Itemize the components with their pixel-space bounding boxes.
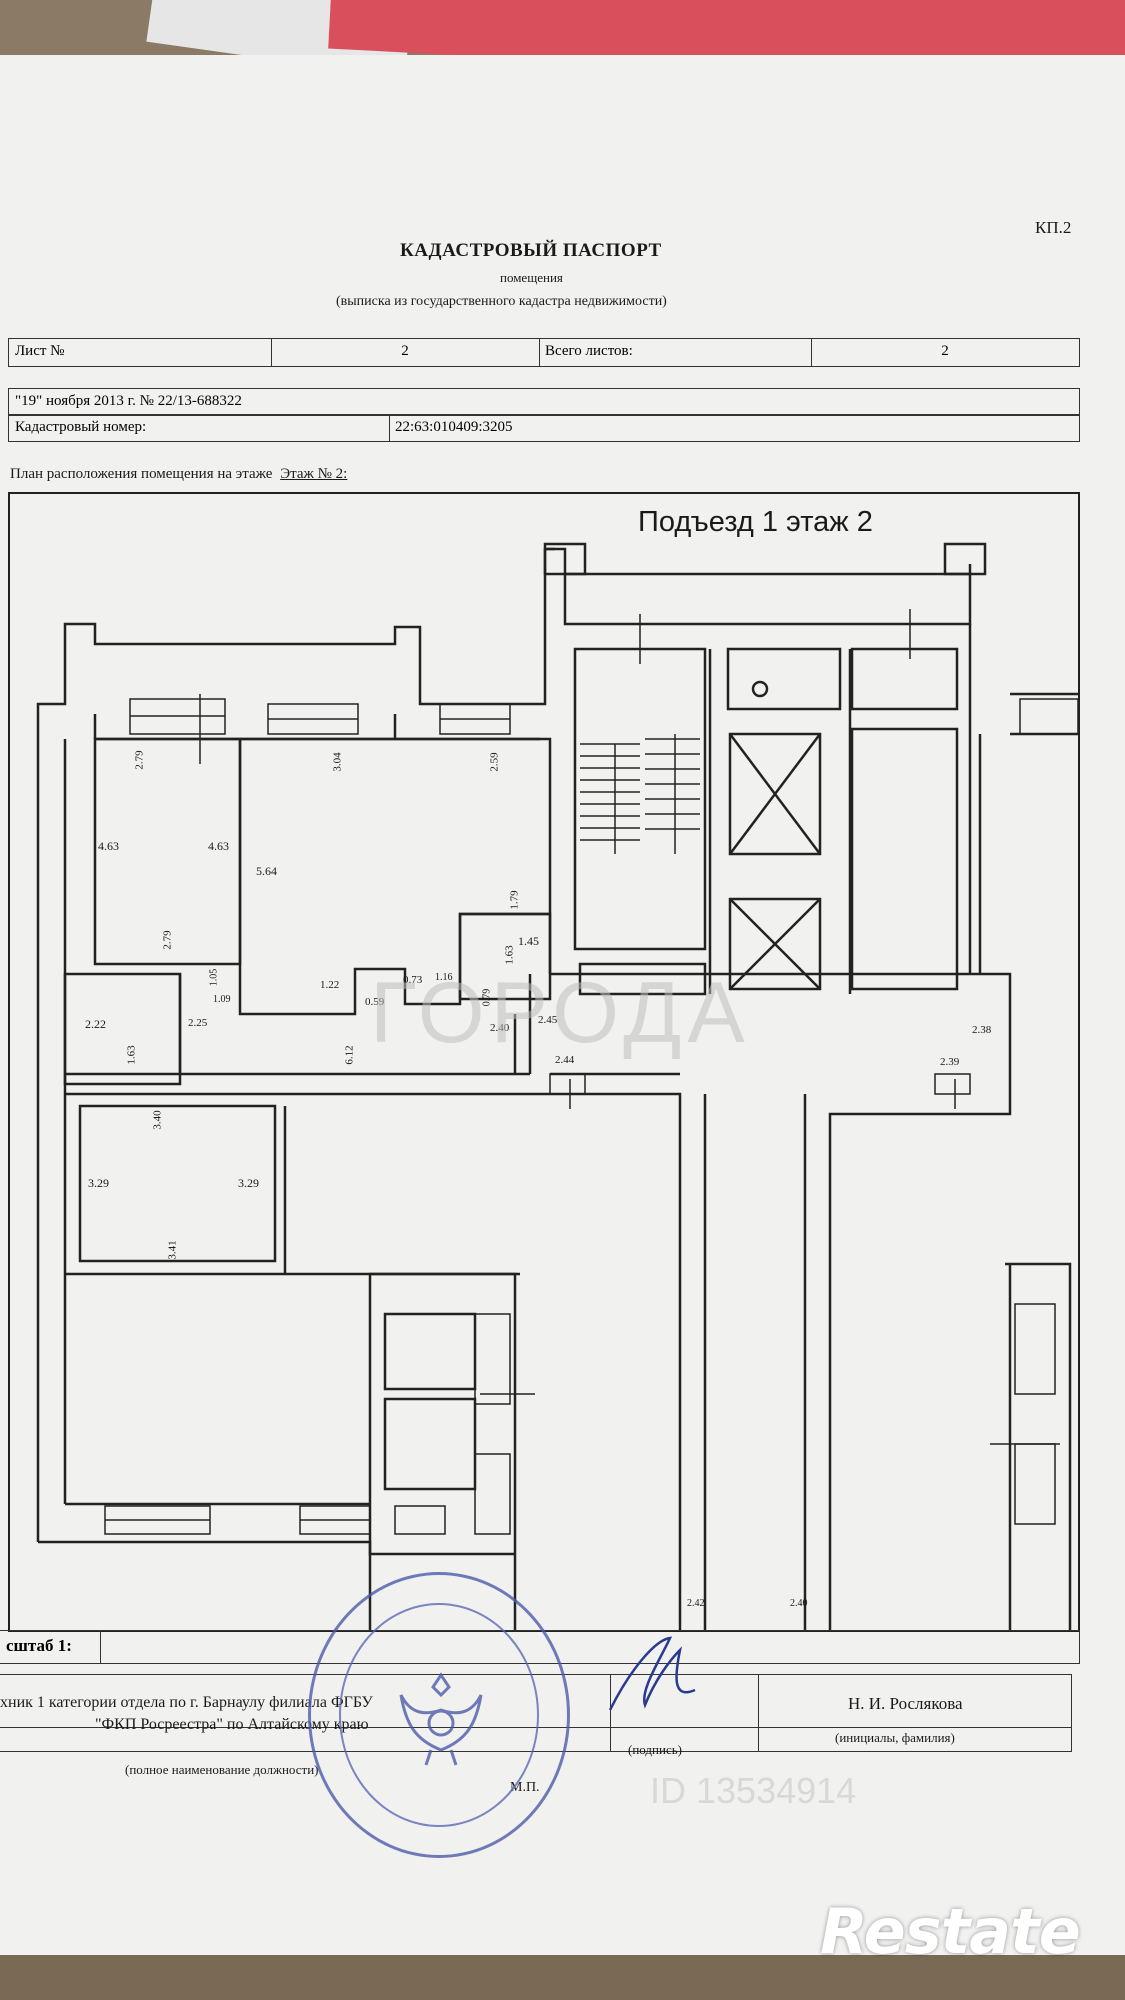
dimension-label: 2.44 bbox=[555, 1054, 575, 1066]
dimension-label: 5.64 bbox=[256, 864, 277, 878]
signer-name: Н. И. Рослякова bbox=[848, 1694, 963, 1713]
dimension-label: 1.63 bbox=[125, 1045, 138, 1065]
document-title: КАДАСТРОВЫЙ ПАСПОРТ bbox=[400, 240, 662, 261]
signer-org: "ФКП Росреестра" по Алтайскому краю bbox=[95, 1716, 369, 1733]
official-seal-stamp bbox=[308, 1572, 570, 1858]
document-subtitle: помещения bbox=[500, 270, 563, 285]
floor-plan: Подъезд 1 этаж 2 2.79 3.04 2.59 4.63 4.6… bbox=[8, 492, 1080, 1632]
document-sheet bbox=[0, 55, 1125, 1955]
dimension-label: 1.22 bbox=[320, 979, 340, 991]
plan-caption: План расположения помещения на этаже Эта… bbox=[10, 466, 348, 482]
dimension-label: 2.40 bbox=[490, 1022, 510, 1034]
sheet-total-label: Всего листов: bbox=[545, 343, 633, 359]
plan-floor-link: Этаж № 2: bbox=[280, 466, 348, 482]
eagle-emblem-icon bbox=[399, 1672, 483, 1766]
dimension-label: 2.79 bbox=[161, 930, 174, 950]
table-surface bbox=[0, 1950, 1125, 2000]
dimension-label: 2.42 bbox=[687, 1598, 705, 1609]
handwritten-signature bbox=[608, 1636, 696, 1711]
dimension-label: 2.25 bbox=[188, 1017, 208, 1029]
dimension-label: 3.41 bbox=[166, 1240, 179, 1260]
restate-logo: Restate bbox=[820, 1895, 1081, 1968]
floor-plan-drawing bbox=[36, 542, 1078, 1630]
signer-position: хник 1 категории отдела по г. Барнаулу ф… bbox=[0, 1694, 373, 1711]
dimension-label: 2.22 bbox=[85, 1017, 106, 1031]
dimension-label: 3.40 bbox=[151, 1110, 164, 1130]
sheet-row: Лист № 2 Всего листов: 2 bbox=[8, 338, 1080, 367]
dimension-label: 2.45 bbox=[538, 1014, 558, 1026]
signature-caption: (подпись) bbox=[628, 1742, 682, 1757]
dimension-label: 4.63 bbox=[98, 839, 119, 853]
document-subtitle-extract: (выписка из государственного кадастра не… bbox=[336, 294, 667, 309]
dimension-label: 3.04 bbox=[331, 752, 344, 772]
document-code: КП.2 bbox=[1035, 218, 1072, 237]
date-row: "19" ноября 2013 г. № 22/13-688322 bbox=[8, 388, 1080, 416]
cadastral-number: 22:63:010409:3205 bbox=[395, 419, 513, 435]
watermark-brand: ГОРОДА bbox=[370, 965, 751, 1061]
sheet-number: 2 bbox=[401, 343, 409, 359]
watermark-id: ID 13534914 bbox=[650, 1770, 857, 1811]
signer-name-caption: (инициалы, фамилия) bbox=[835, 1730, 955, 1745]
record-date: "19" ноября 2013 г. № 22/13-688322 bbox=[15, 393, 242, 409]
dimension-label: 2.38 bbox=[972, 1024, 992, 1036]
dimension-label: 1.45 bbox=[518, 934, 539, 948]
sheet-total: 2 bbox=[941, 343, 949, 359]
dimension-label: 0.59 bbox=[365, 996, 385, 1008]
dimension-label: 2.79 bbox=[133, 750, 146, 770]
dimension-label: 2.39 bbox=[940, 1056, 960, 1068]
cadastral-label: Кадастровый номер: bbox=[15, 419, 147, 435]
cadastral-row: Кадастровый номер: 22:63:010409:3205 bbox=[8, 414, 1080, 442]
dimension-label: 2.40 bbox=[790, 1598, 808, 1609]
dimension-label: 4.63 bbox=[208, 839, 229, 853]
sheet-label: Лист № bbox=[15, 343, 65, 359]
scale-label: сштаб 1: bbox=[6, 1636, 72, 1655]
dimension-label: 1.16 bbox=[435, 972, 453, 983]
dimension-label: 3.29 bbox=[238, 1176, 259, 1190]
dimension-label: 1.63 bbox=[503, 945, 516, 965]
dimension-label: 3.29 bbox=[88, 1176, 109, 1190]
dimension-label: 6.12 bbox=[343, 1045, 356, 1065]
dimension-label: 2.59 bbox=[488, 752, 501, 772]
dimension-label: 0.73 bbox=[403, 974, 423, 986]
signer-org-caption: (полное наименование должности) bbox=[125, 1762, 319, 1777]
dimension-label: 1.09 bbox=[213, 994, 231, 1005]
plan-title: Подъезд 1 этаж 2 bbox=[638, 506, 873, 538]
dimension-label: 1.79 bbox=[508, 890, 521, 910]
dimension-label: 1.05 bbox=[208, 968, 220, 987]
